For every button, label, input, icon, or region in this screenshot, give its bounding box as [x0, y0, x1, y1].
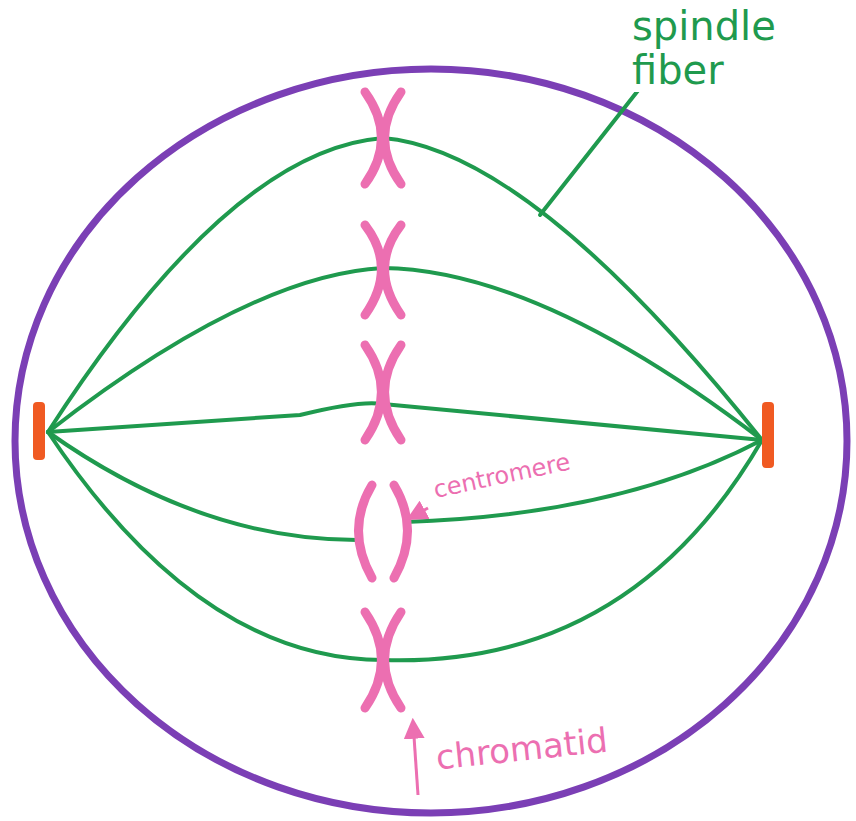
centrioles [33, 402, 774, 468]
spindle-fiber [48, 268, 762, 440]
chromatid-pair [359, 485, 408, 578]
spindle-fiber [405, 440, 762, 522]
spindle-fiber [48, 432, 762, 660]
centriole [33, 402, 45, 460]
cell-membrane [15, 69, 847, 813]
chromosome [365, 612, 401, 708]
spindle-fiber [48, 432, 357, 540]
chromosome [365, 345, 401, 440]
leader-line [540, 88, 640, 215]
centriole [762, 402, 774, 468]
chromatid-label: chromatid [430, 721, 614, 777]
spindle-fiber-label: spindle fiber [628, 4, 811, 92]
spindle-fiber [48, 403, 762, 440]
chromosome [365, 225, 401, 315]
label-arrows [410, 508, 428, 795]
chromatid-arrow [413, 722, 418, 795]
spindle-fibers [48, 88, 762, 660]
centromere-label: centromere [427, 448, 576, 504]
centromere-arrow [410, 508, 428, 518]
chromosome [365, 92, 401, 184]
chromosomes [359, 92, 408, 708]
